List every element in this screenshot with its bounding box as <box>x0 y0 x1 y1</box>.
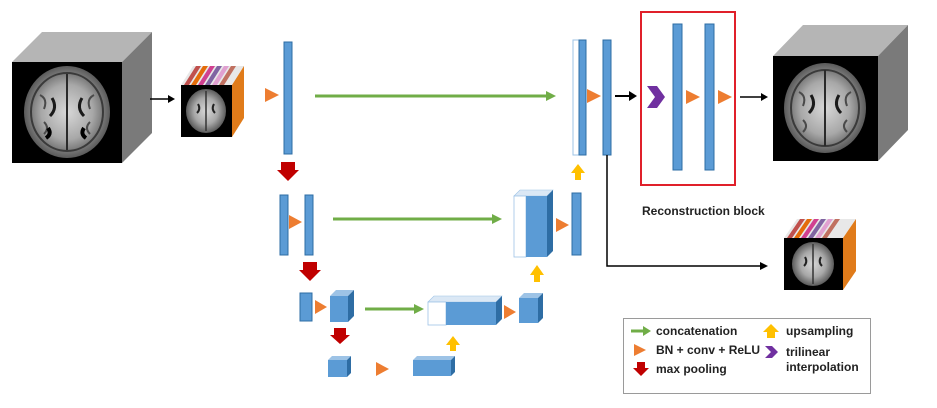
legend-label-conv: BN + conv + ReLU <box>656 343 761 357</box>
legend-label-trilinear: trilinear interpolation <box>786 345 859 374</box>
trilinear-interpolation-arrow <box>647 86 665 108</box>
encoder-block-1 <box>283 41 293 155</box>
decoder-concat-2 <box>513 189 554 258</box>
decoder-block-3 <box>519 293 543 323</box>
encoder-block-2b <box>304 194 314 256</box>
legend-label-maxpool: max pooling <box>656 362 727 376</box>
conv-arrow <box>376 362 389 376</box>
legend-item-upsampling: upsampling <box>760 324 853 339</box>
encoder-block-3a <box>299 292 313 322</box>
upsample-arrow <box>530 265 544 282</box>
yellow-up-arrow-icon <box>763 324 779 338</box>
conv-arrow <box>504 305 516 319</box>
output-brain-image <box>784 63 866 153</box>
conv-arrow <box>686 90 700 104</box>
input-patch <box>181 66 244 137</box>
encoder-block-3b <box>330 290 354 322</box>
input-brain-image <box>24 66 110 158</box>
input-volume <box>12 32 152 163</box>
reconstruction-block-frame <box>640 11 736 186</box>
legend: concatenation BN + conv + ReLU max pooli… <box>623 318 871 394</box>
reconstruction-block-label: Reconstruction block <box>642 204 765 218</box>
output-patch <box>784 219 856 290</box>
conv-arrow <box>315 300 327 314</box>
legend-label-concatenation: concatenation <box>656 324 738 338</box>
decoder-block-2 <box>571 192 582 256</box>
max-pool-arrow <box>299 262 321 281</box>
decoder-concat-1 <box>572 39 587 156</box>
legend-label-upsampling: upsampling <box>786 324 854 338</box>
conv-arrow <box>587 89 601 103</box>
conv-arrow <box>718 90 732 104</box>
max-pool-arrow <box>277 162 299 181</box>
orange-triangle-icon <box>634 344 646 356</box>
decoder-block-1 <box>602 39 612 156</box>
legend-item-trilinear: trilinear interpolation <box>760 345 859 375</box>
upsample-arrow <box>571 164 585 180</box>
purple-chevron-icon <box>765 346 778 358</box>
conv-arrow <box>289 215 302 229</box>
legend-item-maxpool: max pooling <box>630 362 727 377</box>
conv-arrow <box>265 88 279 102</box>
green-arrow-icon <box>631 326 651 336</box>
bottleneck-block-1 <box>328 356 351 377</box>
decoder-concat-3 <box>427 295 503 326</box>
output-volume <box>773 25 908 161</box>
legend-item-conv: BN + conv + ReLU <box>630 343 760 358</box>
reconstruction-block-1 <box>672 23 683 171</box>
conv-arrow <box>556 218 569 232</box>
reconstruction-block-2 <box>704 23 715 171</box>
legend-item-concatenation: concatenation <box>630 324 737 339</box>
patch-output-arrow <box>606 155 760 267</box>
encoder-block-2a <box>279 194 289 256</box>
red-down-arrow-icon <box>633 362 649 376</box>
bottleneck-block-2 <box>413 356 455 376</box>
upsample-arrow <box>446 336 460 351</box>
max-pool-arrow <box>330 328 350 344</box>
